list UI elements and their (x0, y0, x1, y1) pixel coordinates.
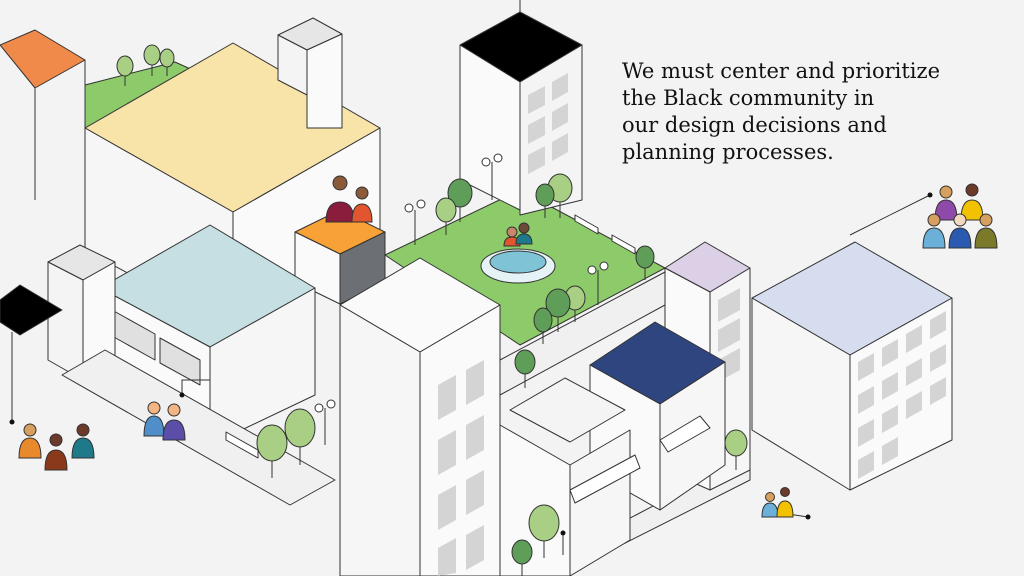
people-group-icon (922, 183, 998, 249)
connector-lines (181, 0, 931, 555)
building-lightblue-roof (99, 224, 316, 446)
people-group-icon (143, 401, 186, 441)
fountain-icon (480, 248, 556, 284)
headline-line-1: We must center and prioritize (622, 59, 941, 83)
building-small-white (277, 17, 343, 129)
headline-line-4: planning processes. (622, 140, 834, 164)
building-white-tower (339, 257, 501, 576)
sidewalk-left (61, 349, 336, 506)
building-black-roof-left (0, 284, 63, 420)
building-black-roof-center (459, 11, 583, 216)
people-group-icon (503, 222, 533, 247)
headline-line-3: our design decisions and (622, 113, 887, 137)
headline: We must center and prioritize the Black … (622, 58, 1002, 166)
building-orange-roof (0, 29, 86, 200)
people-group-icon (18, 423, 95, 471)
tree-icon (116, 44, 748, 576)
bench-icon (225, 214, 636, 459)
building-small-left (47, 244, 116, 381)
street-lamp-icon (314, 153, 609, 445)
people-group-icon (325, 175, 373, 223)
people-group-icon (761, 487, 794, 518)
building-periwinkle-roof (751, 241, 953, 491)
headline-line-2: the Black community in (622, 86, 875, 110)
